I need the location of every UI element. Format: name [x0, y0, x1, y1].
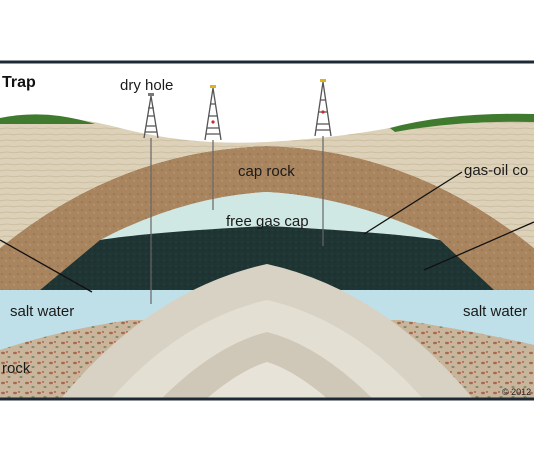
copyright-notice: © 2012 [502, 387, 531, 397]
cap-rock-label: cap rock [238, 163, 295, 180]
grass-left [0, 114, 95, 124]
diagram-title: Trap [2, 74, 36, 91]
free-gas-cap-label: free gas cap [226, 213, 309, 230]
cap-rock-layer [0, 146, 534, 290]
gas-oil-contact-leader [363, 171, 463, 235]
derrick-icon [143, 93, 159, 139]
rock-label: rock [2, 360, 31, 377]
salt-water-left-label: salt water [10, 303, 74, 320]
left-oil-leader [0, 239, 93, 293]
derrick-icon [204, 85, 222, 141]
salt-water-right-label: salt water [463, 303, 527, 320]
upper-strata-layer [0, 116, 534, 248]
dry-hole-label: dry hole [120, 77, 173, 94]
grass-right [390, 113, 534, 132]
right-oil-leader [423, 221, 534, 271]
gas-oil-contact-label: gas-oil co [464, 162, 528, 179]
derrick-icon [314, 79, 332, 137]
